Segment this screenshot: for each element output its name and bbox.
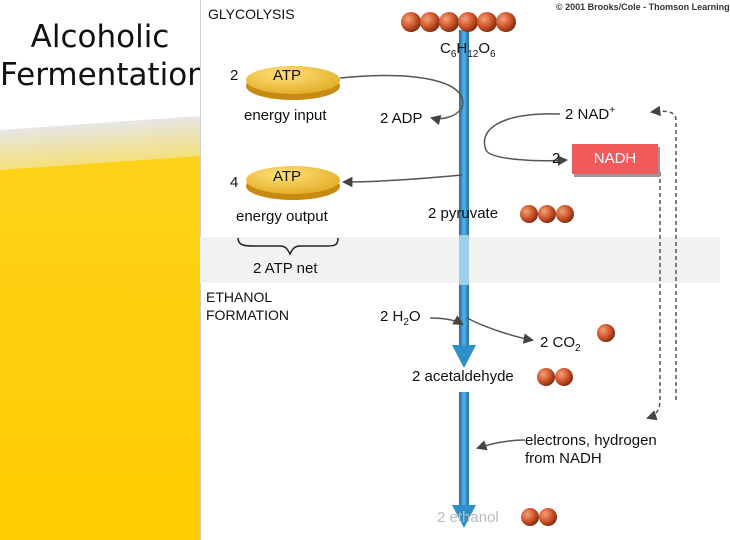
nadh-label: NADH <box>593 150 637 167</box>
atp-output-arrow <box>341 174 463 188</box>
copyright-notice: © 2001 Brooks/Cole - Thomson Learning <box>556 2 730 12</box>
atp-input-label: ATP <box>273 67 302 84</box>
co2-output-arrow <box>466 317 535 344</box>
water-label: 2 H2O <box>380 308 421 328</box>
atp-input-count: 2 <box>230 67 239 84</box>
nad-to-nadh-arrow <box>483 113 569 166</box>
co2-sub: 2 <box>575 343 581 354</box>
energy-output-caption: energy output <box>236 208 328 225</box>
slide-title-line1: Alcoholic <box>30 19 170 55</box>
nad-sup: + <box>609 105 616 116</box>
glucose-c-sub: 6 <box>450 49 457 60</box>
energy-input-caption: energy input <box>244 107 327 124</box>
glucose-molecule <box>401 12 516 32</box>
pyruvate-label: 2 pyruvate <box>428 205 499 222</box>
glucose-c: C <box>440 40 451 57</box>
nadh-box: NADH <box>572 144 658 174</box>
nad-regeneration-dashed-arrow <box>649 105 677 400</box>
glucose-h: H <box>456 40 468 57</box>
atp-output-count: 4 <box>230 174 239 191</box>
nadh-count: 2 <box>552 150 561 167</box>
ethanol-arrow-shaft-2 <box>459 392 469 507</box>
slide-title: Alcoholic Fermentation <box>0 18 207 94</box>
atp-to-adp-arrow <box>339 74 464 126</box>
atp-output-label: ATP <box>273 168 302 185</box>
nad-text: 2 NAD <box>565 106 610 123</box>
ethanol-label: 2 ethanol <box>437 509 499 526</box>
arrowhead-to-acetaldehyde <box>452 345 476 368</box>
acetaldehyde-label: 2 acetaldehyde <box>412 368 514 385</box>
glycolysis-main-arrow-shaft <box>459 30 469 235</box>
atp-input-disc <box>246 66 340 100</box>
water-sub: 2 <box>403 317 409 328</box>
electrons-line1: electrons, hydrogen <box>525 432 657 449</box>
co2-molecule <box>597 324 615 342</box>
nad-label: 2 NAD+ <box>565 105 616 123</box>
co2-prefix: 2 CO <box>540 334 576 351</box>
water-suffix: O <box>408 308 421 325</box>
electrons-input-arrow <box>476 439 526 451</box>
ethanol-molecule <box>521 508 557 526</box>
glucose-o: O <box>478 40 491 57</box>
ethanol-heading-line1: ETHANOL <box>206 289 273 305</box>
atp-net-brace <box>237 237 339 256</box>
pyruvate-molecule <box>520 205 574 223</box>
nadh-dashed-down-arrow <box>646 172 661 421</box>
glucose-h-sub: 12 <box>467 49 479 60</box>
ethanol-heading-line2: FORMATION <box>206 307 289 323</box>
slide-background-yellow <box>0 150 200 540</box>
atp-net-label: 2 ATP net <box>253 260 318 277</box>
band-arrow-shaft <box>459 235 469 285</box>
glucose-formula: C6H12O6 <box>440 40 496 60</box>
slide-title-line2: Fermentation <box>0 57 207 93</box>
ethanol-arrow-shaft-1 <box>459 285 469 345</box>
co2-label: 2 CO2 <box>540 334 581 354</box>
water-input-arrow <box>429 315 464 326</box>
acetaldehyde-molecule <box>537 368 573 386</box>
water-prefix: 2 H <box>380 308 404 325</box>
arrowhead-to-ethanol <box>452 505 476 528</box>
glycolysis-heading: GLYCOLYSIS <box>208 6 295 22</box>
atp-output-disc <box>246 166 340 200</box>
glucose-o-sub: 6 <box>490 49 496 60</box>
adp-label: 2 ADP <box>380 110 423 127</box>
electrons-line2: from NADH <box>525 450 602 467</box>
